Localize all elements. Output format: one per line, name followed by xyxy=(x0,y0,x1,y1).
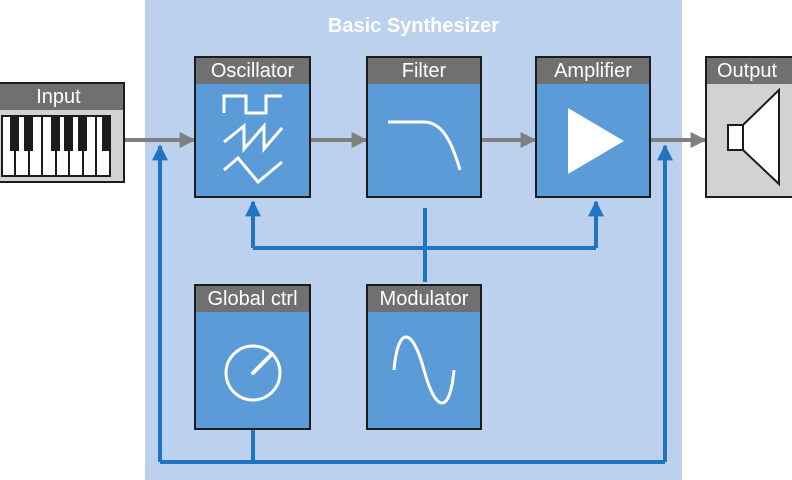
triangle-wave-icon xyxy=(223,155,283,185)
modulator-block-title: Modulator xyxy=(368,286,480,312)
amplifier-block: Amplifier xyxy=(535,56,651,198)
knob-icon xyxy=(224,344,282,402)
filter-block: Filter xyxy=(366,56,482,198)
speaker-icon xyxy=(727,87,780,187)
amplifier-block-title: Amplifier xyxy=(537,58,649,84)
square-wave-icon xyxy=(222,94,282,115)
input-block-title: Input xyxy=(0,84,123,110)
sine-wave-icon xyxy=(392,335,456,405)
lowpass-curve-icon xyxy=(388,120,462,171)
output-block-title: Output xyxy=(707,58,792,84)
modulator-block: Modulator xyxy=(366,284,482,430)
oscillator-block: Oscillator xyxy=(194,56,311,198)
input-block: Input xyxy=(0,82,125,183)
global-ctrl-block: Global ctrl xyxy=(194,284,311,430)
global-ctrl-block-title: Global ctrl xyxy=(196,286,309,312)
waveforms-icon xyxy=(222,94,284,185)
oscillator-block-title: Oscillator xyxy=(196,58,309,84)
piano-keyboard-icon xyxy=(1,115,111,177)
sawtooth-wave-icon xyxy=(223,121,284,154)
output-block: Output xyxy=(705,56,792,198)
diagram-title: Basic Synthesizer xyxy=(327,15,500,37)
play-triangle-icon xyxy=(568,108,624,174)
filter-block-title: Filter xyxy=(368,58,480,84)
